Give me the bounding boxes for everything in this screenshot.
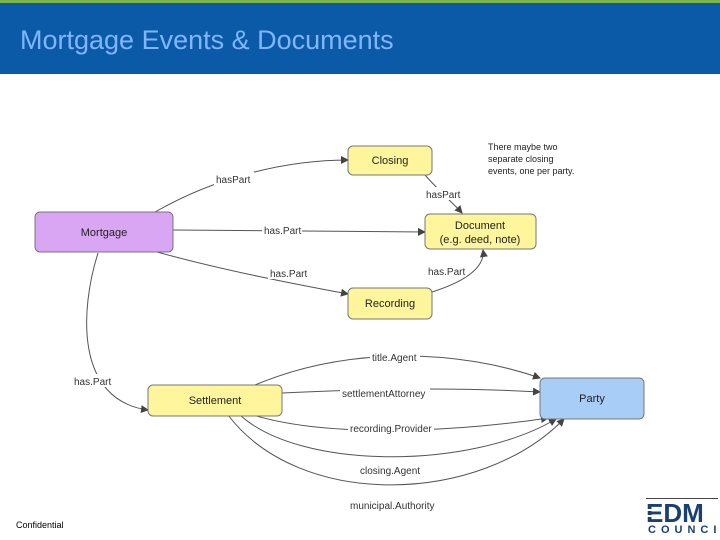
- logo-council-text: COUNCIL: [648, 524, 720, 536]
- edge-closing-agent: [239, 414, 557, 458]
- label-title-agent: title.Agent: [372, 353, 417, 364]
- edge-municipal-authority: [227, 414, 565, 486]
- node-mortgage-label: Mortgage: [81, 227, 127, 239]
- node-document-label: Document: [455, 220, 505, 232]
- logo-edm-text: EDM: [646, 500, 704, 524]
- node-party: Party: [539, 377, 645, 420]
- node-settlement-label: Settlement: [189, 395, 242, 407]
- label-mortgage-document: has.Part: [264, 226, 301, 237]
- node-document: Document (e.g. deed, note): [424, 213, 537, 250]
- label-closing-document: hasPart: [426, 190, 461, 201]
- node-recording-label: Recording: [365, 298, 415, 310]
- note-text: There maybe two separate closing events,…: [488, 142, 574, 176]
- label-recording-document: has.Part: [428, 267, 465, 278]
- node-settlement: Settlement: [147, 384, 283, 417]
- edge-recording-document: [431, 249, 488, 293]
- note-line-3: events, one per party.: [488, 166, 574, 176]
- label-mortgage-recording: has.Part: [270, 269, 307, 280]
- header-bar: Mortgage Events & Documents: [0, 0, 720, 74]
- node-recording: Recording: [347, 287, 433, 320]
- label-settlement-attorney: settlementAttorney: [342, 389, 425, 400]
- logo-edm-mark: EDM: [646, 500, 704, 524]
- label-recording-provider: recording.Provider: [350, 424, 432, 435]
- node-mortgage: Mortgage: [34, 211, 174, 253]
- label-municipal-authority: municipal.Authority: [350, 501, 434, 512]
- edge-mortgage-settlement: [86, 252, 149, 414]
- confidential-label: Confidential: [16, 520, 64, 530]
- node-document-sublabel: (e.g. deed, note): [440, 234, 521, 246]
- note-line-2: separate closing: [488, 154, 554, 164]
- label-mortgage-settlement: has.Part: [74, 377, 111, 388]
- edm-council-logo: ▬▬▬▬▬▬▬▬▬▬▬▬▬▬▬▬▬▬▬▬▬▬▬▬▬▬▬▬ EDM COUNCIL: [646, 496, 720, 538]
- label-mortgage-closing: hasPart: [216, 175, 251, 186]
- label-closing-agent: closing.Agent: [360, 466, 420, 477]
- edge-mortgage-recording: [149, 249, 349, 297]
- node-party-label: Party: [579, 393, 605, 405]
- note-line-1: There maybe two: [488, 142, 558, 152]
- page-title: Mortgage Events & Documents: [20, 25, 394, 55]
- logo-tagline-bar: ▬▬▬▬▬▬▬▬▬▬▬▬▬▬▬▬▬▬▬▬▬▬▬▬▬▬▬▬: [646, 496, 718, 499]
- edge-mortgage-closing: [154, 156, 349, 213]
- node-closing: Closing: [347, 145, 433, 176]
- node-closing-label: Closing: [372, 155, 409, 167]
